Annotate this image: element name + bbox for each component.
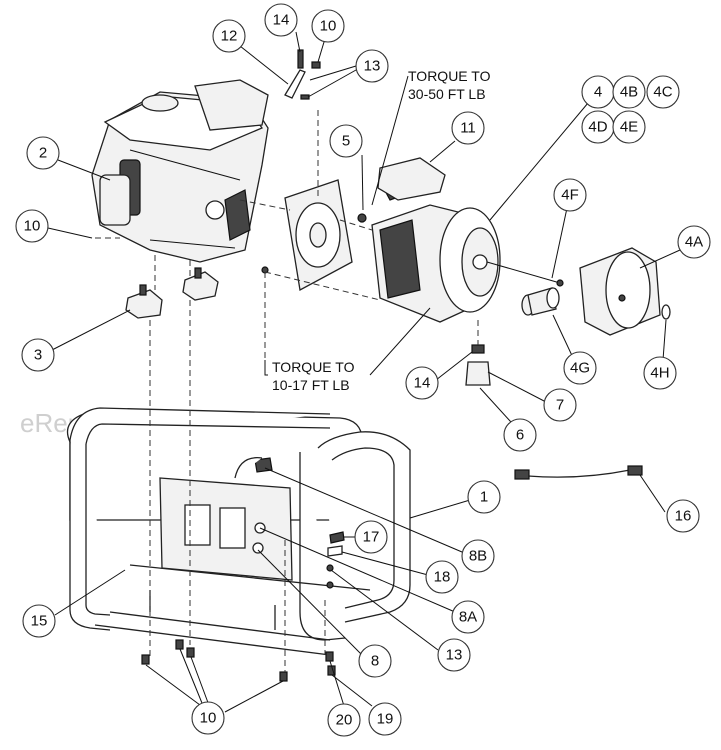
callout-10-left: 10 (15, 209, 49, 243)
callout-6: 6 (503, 418, 537, 452)
callout-8: 8 (358, 644, 392, 678)
callout-2: 2 (26, 136, 60, 170)
callout-4F: 4F (553, 178, 587, 212)
svg-text:3: 3 (34, 347, 42, 364)
callout-14-top: 14 (264, 3, 298, 37)
svg-text:18: 18 (434, 569, 451, 586)
svg-text:1: 1 (480, 489, 488, 506)
svg-text:13: 13 (364, 58, 381, 75)
svg-text:2: 2 (39, 145, 47, 162)
vibration-isolator (465, 320, 491, 386)
cover-part (377, 157, 446, 201)
callout-4B: 4B (612, 75, 646, 109)
callout-13-top: 13 (355, 49, 389, 83)
svg-text:14: 14 (414, 375, 431, 392)
capacitor (521, 287, 560, 316)
svg-text:4: 4 (594, 84, 602, 101)
callout-14-mid: 14 (405, 366, 439, 400)
svg-text:4F: 4F (561, 187, 579, 204)
svg-text:10: 10 (200, 710, 217, 727)
callout-13-bot: 13 (437, 638, 471, 672)
callout-5: 5 (329, 124, 363, 158)
svg-text:10: 10 (320, 18, 337, 35)
callout-4: 4 (581, 75, 615, 109)
svg-text:7: 7 (556, 397, 564, 414)
callout-17: 17 (354, 520, 388, 554)
svg-text:4C: 4C (653, 84, 672, 101)
svg-text:5: 5 (342, 133, 350, 150)
torque-note-upper-line2: 30-50 FT LB (408, 86, 486, 102)
wire-harness (514, 465, 643, 480)
svg-text:12: 12 (221, 28, 238, 45)
center-lines (95, 199, 381, 672)
svg-text:4B: 4B (620, 84, 638, 101)
svg-text:8: 8 (371, 653, 379, 670)
svg-text:8A: 8A (459, 609, 477, 626)
callout-1: 1 (467, 480, 501, 514)
callout-4H: 4H (643, 356, 677, 390)
svg-text:4A: 4A (685, 234, 703, 251)
callout-7: 7 (543, 388, 577, 422)
torque-note-upper: TORQUE TO 30-50 FT LB (408, 68, 491, 102)
leader-lines (47, 31, 681, 713)
callout-11: 11 (451, 111, 485, 145)
svg-text:6: 6 (516, 427, 524, 444)
torque-note-upper-line1: TORQUE TO (408, 68, 491, 84)
svg-text:11: 11 (460, 120, 476, 137)
svg-text:4E: 4E (620, 119, 638, 136)
svg-text:20: 20 (336, 712, 353, 729)
callout-4G: 4G (563, 351, 597, 385)
svg-text:19: 19 (377, 711, 394, 728)
svg-text:14: 14 (273, 12, 290, 29)
callout-4A: 4A (677, 225, 711, 259)
svg-text:16: 16 (675, 508, 692, 525)
callout-20: 20 (327, 703, 361, 737)
callout-8A: 8A (451, 600, 485, 634)
panel-hardware (326, 531, 345, 589)
adapter-plate (261, 179, 353, 292)
bracket-hardware (284, 49, 321, 200)
callout-8B: 8B (461, 539, 495, 573)
callout-4D: 4D (581, 110, 615, 144)
callout-4C: 4C (646, 75, 680, 109)
control-panel (159, 457, 293, 581)
engine-assembly (91, 79, 269, 263)
callout-15: 15 (22, 604, 56, 638)
svg-text:17: 17 (363, 529, 380, 546)
torque-note-lower-line2: 10-17 FT LB (272, 377, 350, 393)
callout-18: 18 (425, 560, 459, 594)
callout-4E: 4E (612, 110, 646, 144)
svg-text:13: 13 (446, 647, 463, 664)
callout-10-bot: 10 (191, 701, 225, 735)
callout-3: 3 (21, 338, 55, 372)
torque-note-lower: TORQUE TO 10-17 FT LB (264, 359, 355, 393)
svg-text:4H: 4H (650, 365, 669, 382)
engine-mounts (125, 267, 219, 319)
svg-text:15: 15 (31, 613, 48, 630)
torque-note-lower-line1: TORQUE TO (272, 359, 355, 375)
callout-12: 12 (212, 19, 246, 53)
end-cover (556, 247, 671, 336)
callout-16: 16 (666, 499, 700, 533)
svg-text:8B: 8B (469, 548, 487, 565)
svg-text:4G: 4G (570, 360, 590, 377)
svg-text:10: 10 (24, 218, 41, 235)
callout-10-top: 10 (311, 9, 345, 43)
svg-text:4D: 4D (588, 119, 607, 136)
foot-hardware (141, 639, 336, 682)
callout-19: 19 (368, 702, 402, 736)
